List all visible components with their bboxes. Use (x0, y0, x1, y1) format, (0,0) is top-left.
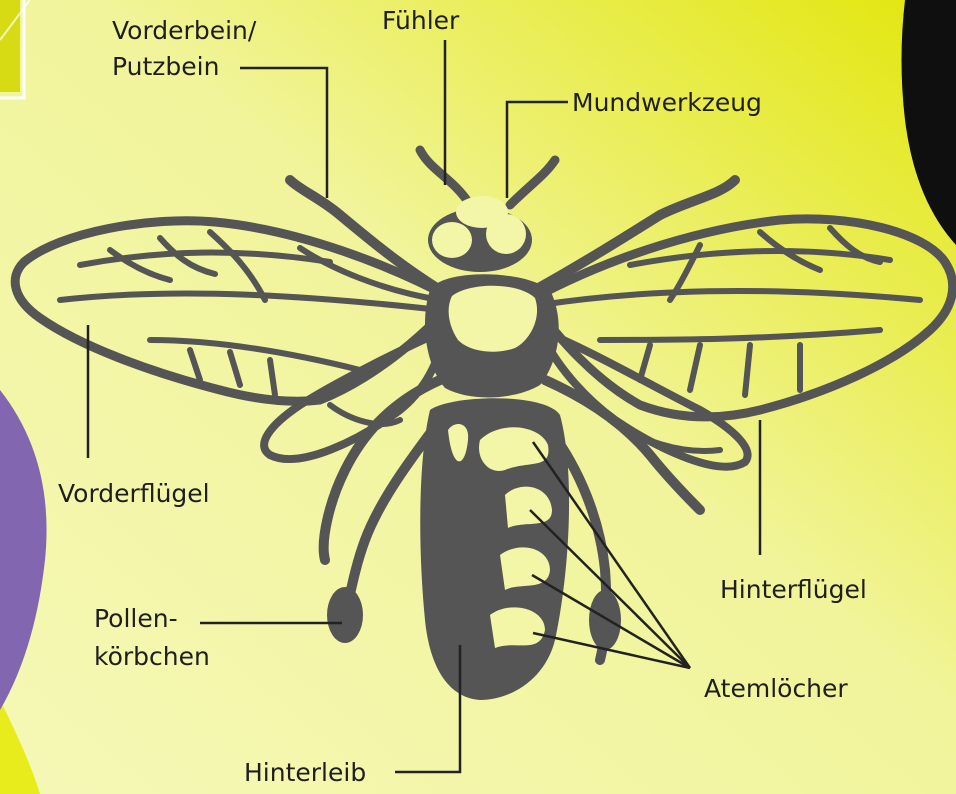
bee-face (456, 196, 508, 228)
frame-corner-decoration (0, 0, 20, 92)
label-forewing: Vorderflügel (58, 479, 210, 509)
pollen-basket (327, 587, 363, 643)
label-abdomen: Hinterleib (244, 758, 366, 788)
label-hindwing: Hinterflügel (720, 575, 867, 605)
label-antenna: Fühler (382, 6, 459, 36)
label-foreleg-line2: Putzbein (112, 52, 219, 82)
label-spiracles: Atemlöcher (704, 674, 848, 704)
label-pollen-basket-line1: Pollen- (94, 604, 178, 634)
label-pollen-basket-line2: körbchen (94, 642, 210, 672)
label-foreleg-line1: Vorderbein/ (112, 16, 256, 46)
bee-eye-left (432, 222, 472, 258)
pollen-basket-right (589, 590, 621, 650)
label-mouthparts: Mundwerkzeug (572, 88, 762, 118)
